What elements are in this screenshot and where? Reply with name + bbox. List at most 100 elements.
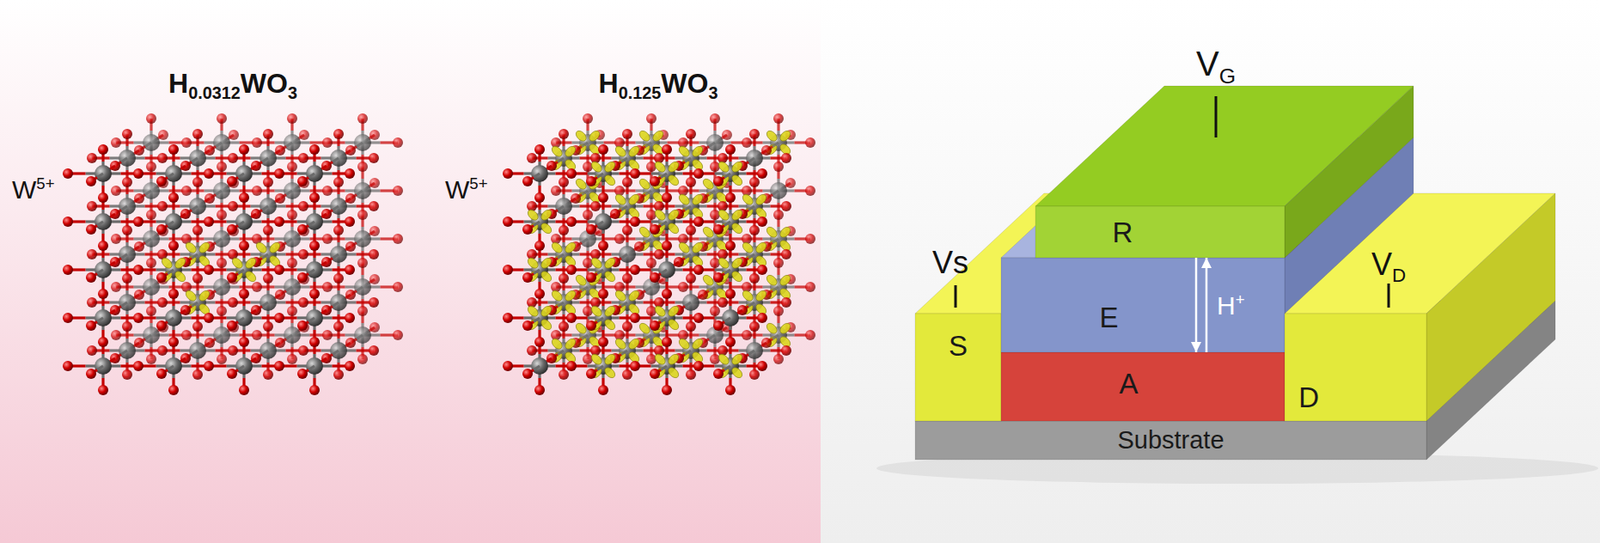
bond xyxy=(645,190,652,196)
orbital-lobe xyxy=(173,269,188,284)
oxygen-atom xyxy=(298,152,309,164)
oxygen-atom xyxy=(622,321,633,332)
bond xyxy=(708,142,715,147)
orbital-lobe xyxy=(159,256,174,270)
oxygen-atom xyxy=(333,273,344,284)
tungsten-atom xyxy=(213,230,231,248)
oxygen-atom xyxy=(109,256,121,268)
orbital-lobe xyxy=(690,192,705,207)
crystal-structure xyxy=(502,113,816,396)
oxygen-atom xyxy=(238,144,250,155)
oxygen-atom xyxy=(297,368,308,379)
oxygen-atom xyxy=(322,329,333,341)
oxygen-atom xyxy=(62,216,74,227)
oxygen-atom xyxy=(133,216,144,227)
tungsten-atom xyxy=(354,182,372,200)
tungsten-atom xyxy=(142,326,160,344)
oxygen-atom xyxy=(322,233,333,245)
oxygen-atom xyxy=(368,345,379,356)
oxygen-atom xyxy=(721,129,733,141)
oxygen-atom xyxy=(297,224,308,235)
bond xyxy=(145,335,152,340)
oxygen-atom xyxy=(274,193,286,204)
oxygen-atom xyxy=(180,353,191,364)
background-panel xyxy=(820,0,1600,543)
oxygen-atom xyxy=(262,369,274,380)
oxygen-atom xyxy=(646,113,657,124)
oxygen-atom xyxy=(309,192,320,203)
oxygen-atom xyxy=(181,329,192,341)
tungsten-atom xyxy=(259,149,277,167)
oxygen-atom xyxy=(369,274,380,285)
oxygen-atom xyxy=(216,354,227,365)
tungsten-atom xyxy=(118,245,136,263)
oxygen-atom xyxy=(781,345,792,356)
tungsten-atom xyxy=(354,326,372,344)
tungsten-atom xyxy=(283,326,301,344)
oxygen-atom xyxy=(110,137,122,148)
bond xyxy=(145,190,152,196)
bond xyxy=(332,350,339,355)
bond xyxy=(286,335,293,340)
bond xyxy=(708,238,715,244)
orbital-lobe xyxy=(740,192,755,207)
tungsten-atom xyxy=(142,134,160,152)
oxygen-atom xyxy=(614,233,625,245)
oxygen-atom xyxy=(685,369,697,380)
orbital-lobe xyxy=(613,192,628,207)
bond xyxy=(308,366,315,371)
oxygen-atom xyxy=(85,368,97,379)
oxygen-atom xyxy=(622,225,633,236)
oxygen-atom xyxy=(333,128,344,140)
oxygen-atom xyxy=(709,161,721,172)
oxygen-atom xyxy=(122,177,133,188)
orbital-lobe xyxy=(197,240,212,255)
oxygen-atom xyxy=(122,321,133,332)
oxygen-atom xyxy=(204,337,215,349)
oxygen-atom xyxy=(357,113,368,124)
oxygen-atom xyxy=(741,329,752,341)
oxygen-atom xyxy=(558,273,569,284)
tungsten-atom xyxy=(259,293,277,312)
bond xyxy=(748,302,755,307)
tungsten-atom xyxy=(305,357,324,375)
oxygen-atom xyxy=(321,208,332,220)
orbital-lobe xyxy=(549,144,564,159)
oxygen-atom xyxy=(262,273,274,284)
orbital-lobe xyxy=(754,192,769,207)
oxygen-atom xyxy=(344,312,355,324)
bond xyxy=(286,190,293,196)
tungsten-atom xyxy=(745,149,764,167)
tungsten-atom xyxy=(235,164,253,183)
tungsten-atom xyxy=(189,341,207,360)
oxygen-atom xyxy=(761,145,772,156)
tungsten-atom xyxy=(94,357,112,375)
oxygen-atom xyxy=(749,273,760,284)
tungsten-atom xyxy=(213,134,231,152)
oxygen-atom xyxy=(634,241,645,252)
oxygen-atom xyxy=(180,208,191,220)
oxygen-atom xyxy=(274,168,285,179)
oxygen-atom xyxy=(287,209,298,220)
oxygen-atom xyxy=(274,337,286,349)
oxygen-atom xyxy=(582,257,593,269)
oxygen-atom xyxy=(582,305,593,317)
oxygen-atom xyxy=(333,225,344,236)
oxygen-atom xyxy=(110,281,122,293)
oxygen-atom xyxy=(622,128,633,140)
oxygen-atom xyxy=(333,321,344,332)
oxygen-atom xyxy=(216,113,227,124)
oxygen-atom xyxy=(203,312,214,324)
bond xyxy=(748,158,755,163)
oxygen-atom xyxy=(85,224,97,235)
oxygen-atom xyxy=(181,137,192,148)
tungsten-atom xyxy=(235,213,253,231)
orbital-lobe xyxy=(244,269,258,284)
orbital-lobe xyxy=(637,128,652,143)
bond xyxy=(121,302,128,307)
bond xyxy=(684,206,691,211)
orbital-lobe xyxy=(230,256,245,270)
tungsten-atom xyxy=(94,309,112,327)
oxygen-atom xyxy=(368,297,379,308)
